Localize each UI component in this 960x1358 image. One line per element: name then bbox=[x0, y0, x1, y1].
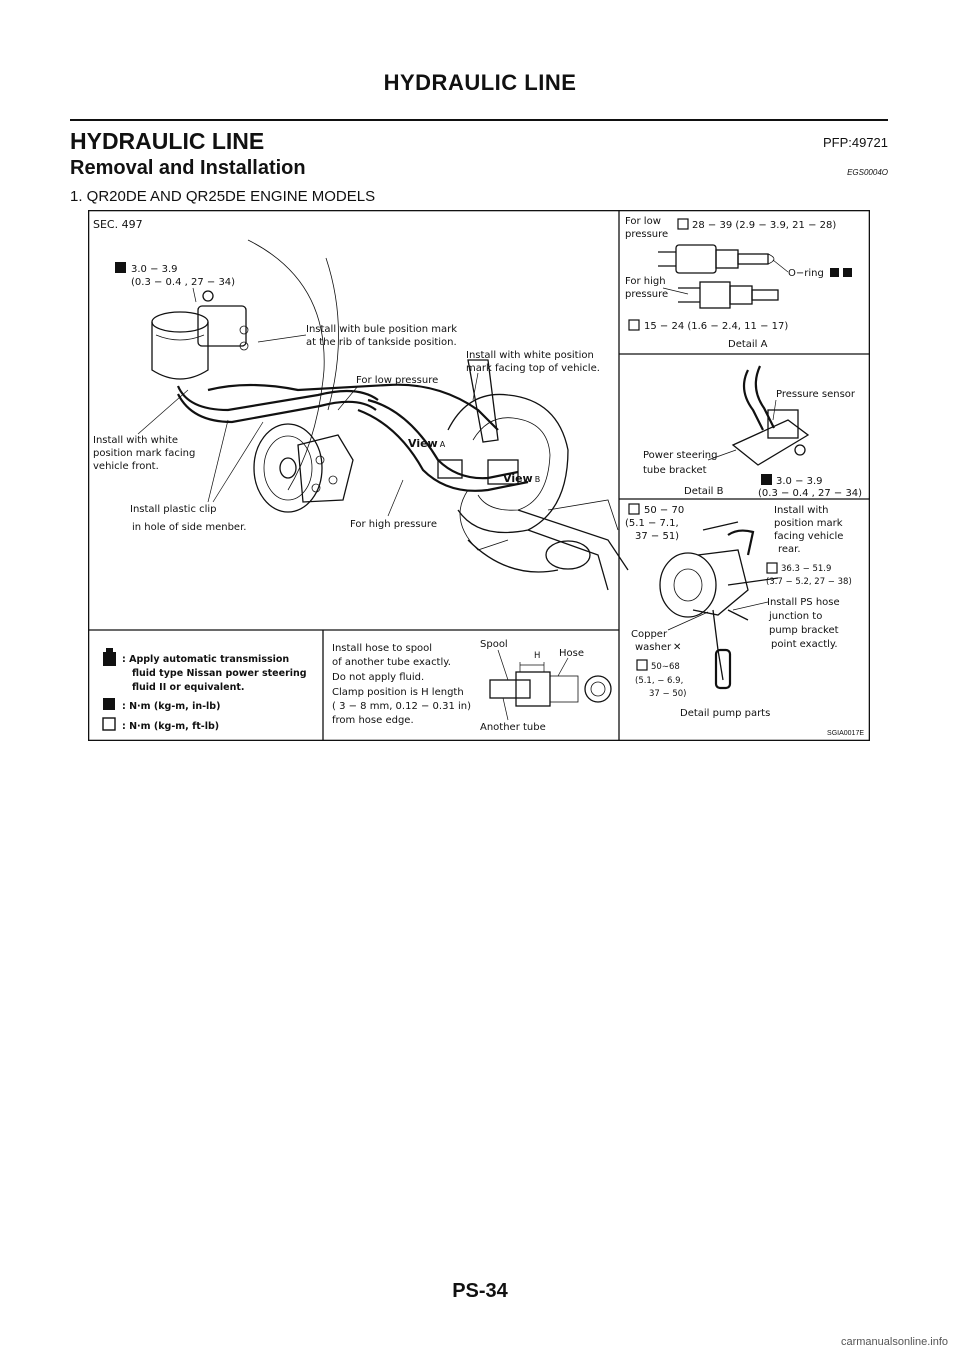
step-label: 1. QR20DE AND QR25DE ENGINE MODELS bbox=[70, 188, 376, 205]
svg-text:Install hose to spool: Install hose to spool bbox=[332, 643, 432, 654]
svg-text:vehicle front.: vehicle front. bbox=[93, 461, 159, 472]
section-code: EGS0004O bbox=[847, 168, 888, 177]
svg-text:washer: washer bbox=[635, 642, 672, 653]
svg-text:pressure: pressure bbox=[625, 289, 668, 300]
blue-mark-note: Install with bule position mark bbox=[306, 324, 457, 335]
svg-text:facing vehicle: facing vehicle bbox=[774, 531, 843, 542]
pfp-code: PFP:49721 bbox=[822, 135, 888, 150]
svg-text:15 − 24 (1.6 − 2.4, 11 − 17): 15 − 24 (1.6 − 2.4, 11 − 17) bbox=[644, 321, 788, 332]
detail-pump-parts: 50 − 70 (5.1 − 7.1, 37 − 51) Install wit… bbox=[625, 503, 852, 719]
svg-text:: N·m (kg-m, ft-lb): : N·m (kg-m, ft-lb) bbox=[122, 721, 219, 732]
svg-text:tube bracket: tube bracket bbox=[643, 465, 707, 476]
svg-text:3.0 − 3.9: 3.0 − 3.9 bbox=[131, 264, 178, 275]
hydraulic-line-figure: SEC. 497 bbox=[88, 210, 870, 741]
svg-text:(5.1 − 7.1,: (5.1 − 7.1, bbox=[625, 518, 679, 529]
white-front-note: Install with white bbox=[93, 435, 178, 446]
nm-ft-lb-icon bbox=[102, 717, 116, 731]
plastic-clip-note: Install plastic clip bbox=[130, 504, 217, 515]
svg-text:36.3 − 51.9: 36.3 − 51.9 bbox=[781, 564, 831, 574]
white-top-note: Install with white position bbox=[466, 350, 594, 361]
svg-text:in hole of side menber.: in hole of side menber. bbox=[132, 522, 246, 533]
svg-text:Detail pump parts: Detail pump parts bbox=[680, 708, 770, 719]
main-illustration bbox=[151, 239, 629, 591]
hose-note: Install hose to spool of another tube ex… bbox=[332, 639, 612, 733]
svg-text:rear.: rear. bbox=[778, 544, 801, 555]
svg-text:3.0 − 3.9: 3.0 − 3.9 bbox=[776, 476, 823, 487]
svg-text:28 − 39 (2.9 − 3.9, 21 − 28): 28 − 39 (2.9 − 3.9, 21 − 28) bbox=[692, 220, 836, 231]
svg-text:Clamp position is H length: Clamp position is H length bbox=[332, 687, 464, 698]
svg-text:O−ring: O−ring bbox=[788, 268, 824, 279]
torque-nm-in-icon bbox=[115, 262, 126, 273]
svg-text:Detail A: Detail A bbox=[728, 339, 768, 350]
svg-text:Copper: Copper bbox=[631, 629, 668, 640]
svg-text:Do not apply fluid.: Do not apply fluid. bbox=[332, 672, 424, 683]
legend: : Apply automatic transmission fluid typ… bbox=[102, 648, 307, 732]
svg-text:from hose edge.: from hose edge. bbox=[332, 715, 414, 726]
svg-text:Spool: Spool bbox=[480, 639, 508, 650]
svg-text:Install with: Install with bbox=[774, 505, 829, 516]
nm-in-lb-icon bbox=[103, 698, 115, 710]
svg-text:junction to: junction to bbox=[768, 611, 822, 622]
svg-text:Pressure sensor: Pressure sensor bbox=[776, 389, 856, 400]
figure-code: SGIA0017E bbox=[827, 730, 864, 737]
svg-text:position mark facing: position mark facing bbox=[93, 448, 195, 459]
svg-text:(0.3 − 0.4 , 27 − 34): (0.3 − 0.4 , 27 − 34) bbox=[758, 488, 862, 499]
main-torque-spec: 3.0 − 3.9 (0.3 − 0.4 , 27 − 34) bbox=[115, 262, 235, 288]
svg-text:Another tube: Another tube bbox=[480, 722, 546, 733]
figure-frame bbox=[88, 210, 870, 741]
svg-text:: N·m (kg-m, in-lb): : N·m (kg-m, in-lb) bbox=[122, 701, 220, 712]
high-pressure-label: For high pressure bbox=[350, 519, 437, 530]
svg-text:point exactly.: point exactly. bbox=[771, 639, 838, 650]
watermark-link[interactable]: carmanualsonline.info bbox=[840, 1336, 948, 1348]
svg-text:For high: For high bbox=[625, 276, 666, 287]
page-number: PS-34 bbox=[452, 1280, 508, 1302]
atf-icon bbox=[103, 652, 116, 666]
svg-text:pressure: pressure bbox=[625, 229, 668, 240]
svg-text:at the rib of tankside positi: at the rib of tankside position. bbox=[306, 337, 457, 348]
torque-nm-ft-icon bbox=[677, 218, 689, 230]
svg-text:H: H bbox=[534, 651, 540, 661]
svg-text:( 3 − 8 mm, 0.12 − 0.31 in): ( 3 − 8 mm, 0.12 − 0.31 in) bbox=[332, 701, 471, 712]
svg-text:Install PS hose: Install PS hose bbox=[767, 597, 840, 608]
detail-b: Pressure sensor Power steering tube brac… bbox=[643, 365, 862, 499]
svg-text:fluid II or equivalent.: fluid II or equivalent. bbox=[132, 682, 245, 693]
running-header: HYDRAULIC LINE bbox=[383, 70, 577, 95]
svg-text:fluid type Nissan power steer: fluid type Nissan power steering bbox=[132, 668, 307, 679]
section-title: HYDRAULIC LINE bbox=[70, 128, 265, 154]
svg-text:For low: For low bbox=[625, 216, 661, 227]
svg-text:37 − 51): 37 − 51) bbox=[635, 531, 679, 542]
svg-text:pump bracket: pump bracket bbox=[769, 625, 839, 636]
low-pressure-label: For low pressure bbox=[356, 375, 438, 386]
svg-text:50 − 70: 50 − 70 bbox=[644, 505, 684, 516]
svg-text:✕: ✕ bbox=[673, 642, 681, 653]
svg-text:37 − 50): 37 − 50) bbox=[649, 689, 686, 699]
detail-a: For low pressure 28 − 39 (2.9 − 3.9, 21 … bbox=[625, 216, 852, 350]
svg-text:(0.3 − 0.4 , 27 − 34): (0.3 − 0.4 , 27 − 34) bbox=[131, 277, 235, 288]
svg-text:position mark: position mark bbox=[774, 518, 843, 529]
sec-label: SEC. 497 bbox=[93, 218, 143, 231]
svg-text:: Apply automatic transmission: : Apply automatic transmission bbox=[122, 654, 289, 665]
svg-text:Detail B: Detail B bbox=[684, 486, 724, 497]
header-rule bbox=[70, 119, 888, 121]
svg-text:Hose: Hose bbox=[559, 648, 584, 659]
svg-text:mark facing top of vehicle.: mark facing top of vehicle. bbox=[466, 363, 600, 374]
svg-text:(5.1, − 6.9,: (5.1, − 6.9, bbox=[635, 676, 683, 686]
svg-text:50∼68: 50∼68 bbox=[651, 662, 680, 672]
subsection-title: Removal and Installation bbox=[70, 157, 306, 179]
svg-text:(3.7 − 5.2, 27 − 38): (3.7 − 5.2, 27 − 38) bbox=[766, 577, 852, 587]
svg-text:of another tube exactly.: of another tube exactly. bbox=[332, 657, 451, 668]
svg-text:Power steering: Power steering bbox=[643, 450, 717, 461]
